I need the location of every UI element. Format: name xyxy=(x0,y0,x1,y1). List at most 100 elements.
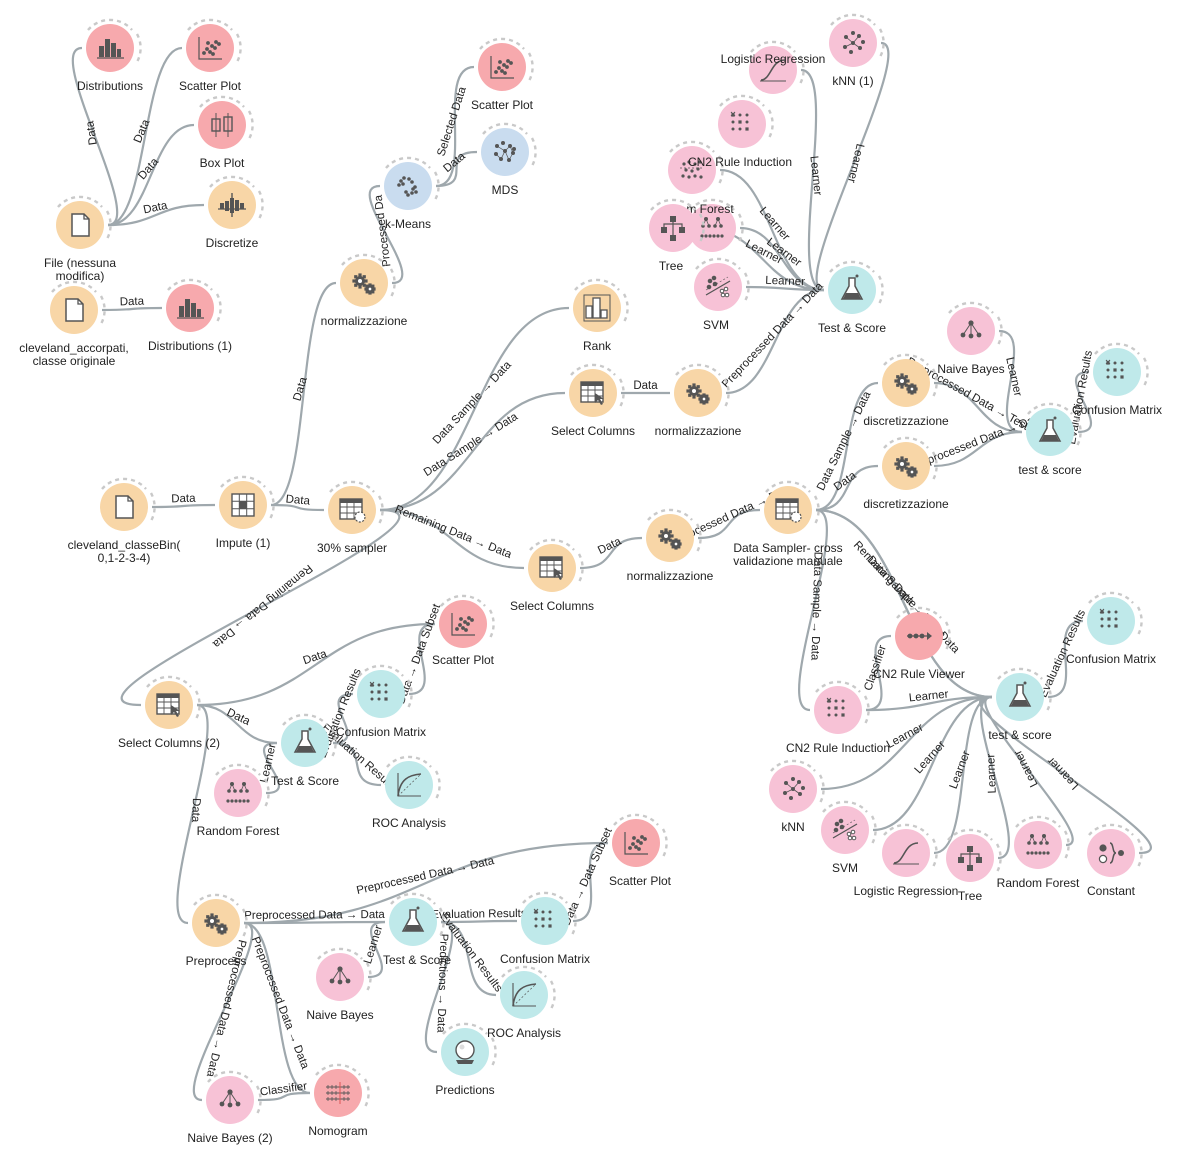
node-tree1[interactable]: Tree xyxy=(649,198,705,273)
link-dsampler-cn2b[interactable] xyxy=(798,508,828,712)
input-anchor[interactable] xyxy=(883,436,929,449)
node-kmeans[interactable]: k-Means xyxy=(384,156,440,231)
node-distributions[interactable]: Distributions xyxy=(77,18,143,93)
input-anchor[interactable] xyxy=(570,363,616,376)
node-circle[interactable] xyxy=(214,769,262,817)
input-anchor[interactable] xyxy=(522,891,568,904)
input-anchor[interactable] xyxy=(948,301,994,314)
output-anchor[interactable] xyxy=(490,1037,497,1067)
link-logreg1-ts1[interactable] xyxy=(800,68,825,292)
node-circle[interactable] xyxy=(821,806,869,854)
node-dist1[interactable]: Distributions (1) xyxy=(148,278,232,353)
output-anchor[interactable] xyxy=(1136,838,1143,868)
input-anchor[interactable] xyxy=(883,353,929,366)
link-file-scatter1[interactable] xyxy=(107,46,183,227)
node-circle[interactable] xyxy=(357,670,405,718)
output-anchor[interactable] xyxy=(695,523,702,553)
node-rf3[interactable]: Random Forest xyxy=(197,763,280,838)
input-anchor[interactable] xyxy=(574,278,620,291)
node-rf2[interactable]: Random Forest xyxy=(997,815,1080,890)
link-constant-ts3[interactable] xyxy=(979,695,1152,855)
input-anchor[interactable] xyxy=(187,18,233,31)
link-ts3-cm2[interactable] xyxy=(1047,619,1084,699)
output-anchor[interactable] xyxy=(149,492,156,522)
link-ts5-roc2[interactable] xyxy=(440,920,497,997)
node-cleve_bin[interactable]: cleveland_classeBin(0,1-2-3-4) xyxy=(68,477,181,565)
input-anchor[interactable] xyxy=(440,594,486,607)
node-boxplot[interactable]: Box Plot xyxy=(198,95,254,170)
node-nomogram[interactable]: Nomogram xyxy=(308,1063,370,1138)
input-anchor[interactable] xyxy=(1015,815,1061,828)
output-anchor[interactable] xyxy=(99,295,106,325)
input-anchor[interactable] xyxy=(675,363,721,376)
node-circle[interactable] xyxy=(384,162,432,210)
link-preprocess-scatter4[interactable] xyxy=(243,841,609,925)
output-anchor[interactable] xyxy=(389,268,396,298)
input-anchor[interactable] xyxy=(613,813,659,826)
input-anchor[interactable] xyxy=(146,675,192,688)
output-anchor[interactable] xyxy=(363,1078,370,1108)
input-anchor[interactable] xyxy=(479,37,525,50)
output-anchor[interactable] xyxy=(798,55,805,85)
link-cn2b-ts3[interactable] xyxy=(865,695,993,712)
node-impute[interactable]: Impute (1) xyxy=(216,475,275,550)
input-anchor[interactable] xyxy=(822,800,868,813)
node-circle[interactable] xyxy=(385,761,433,809)
link-nb3-nomogram[interactable] xyxy=(257,1091,311,1102)
output-anchor[interactable] xyxy=(717,155,724,185)
node-roc2[interactable]: ROC Analysis xyxy=(487,965,561,1040)
node-svm1[interactable]: SVM xyxy=(694,257,750,332)
output-anchor[interactable] xyxy=(870,815,877,845)
node-constant[interactable]: Constant xyxy=(1087,823,1143,898)
node-ts4[interactable]: Test & Score xyxy=(271,713,339,788)
link-cleve_bin-impute[interactable] xyxy=(151,503,216,509)
output-anchor[interactable] xyxy=(255,1085,262,1115)
node-circle[interactable] xyxy=(749,46,797,94)
node-circle[interactable] xyxy=(439,600,487,648)
node-selcols3[interactable]: Select Columns (2) xyxy=(118,675,220,750)
link-preprocess-nomogram[interactable] xyxy=(243,921,311,1095)
output-anchor[interactable] xyxy=(818,774,825,804)
link-ts2-cm1[interactable] xyxy=(1075,370,1092,434)
link-disc2-ts2[interactable] xyxy=(933,381,1023,434)
output-anchor[interactable] xyxy=(527,52,534,82)
output-anchor[interactable] xyxy=(530,137,537,167)
node-cm2[interactable]: Confusion Matrix xyxy=(1066,591,1156,666)
output-anchor[interactable] xyxy=(767,109,774,139)
node-circle[interactable] xyxy=(186,24,234,72)
input-anchor[interactable] xyxy=(193,893,239,906)
node-norm1[interactable]: normalizzazione xyxy=(321,253,408,328)
output-anchor[interactable] xyxy=(698,213,705,243)
input-anchor[interactable] xyxy=(57,195,103,208)
node-scatter3[interactable]: Scatter Plot xyxy=(432,594,495,667)
node-norm2[interactable]: normalizzazione xyxy=(655,363,742,438)
link-selcols3-ts4[interactable] xyxy=(196,703,278,745)
output-anchor[interactable] xyxy=(570,906,577,936)
node-cm3[interactable]: Confusion Matrix xyxy=(336,664,426,739)
link-kmeans-scatter2[interactable] xyxy=(435,65,475,188)
link-impute-norm1[interactable] xyxy=(270,281,337,507)
output-anchor[interactable] xyxy=(105,210,112,240)
output-anchor[interactable] xyxy=(931,451,938,481)
input-anchor[interactable] xyxy=(650,198,696,211)
input-anchor[interactable] xyxy=(1088,823,1134,836)
input-anchor[interactable] xyxy=(669,140,715,153)
node-tree2[interactable]: Tree xyxy=(946,828,1002,903)
output-anchor[interactable] xyxy=(618,378,625,408)
node-cm1[interactable]: Confusion Matrix xyxy=(1072,342,1162,417)
output-anchor[interactable] xyxy=(878,28,885,58)
output-anchor[interactable] xyxy=(215,293,222,323)
output-anchor[interactable] xyxy=(488,609,495,639)
output-anchor[interactable] xyxy=(268,490,275,520)
node-scatter4[interactable]: Scatter Plot xyxy=(609,813,672,888)
input-anchor[interactable] xyxy=(647,508,693,521)
output-anchor[interactable] xyxy=(577,553,584,583)
input-anchor[interactable] xyxy=(215,763,261,776)
node-disc2[interactable]: discretizzazione xyxy=(863,353,949,428)
output-anchor[interactable] xyxy=(247,110,254,140)
node-cn2b[interactable]: CN2 Rule Induction xyxy=(786,680,890,755)
output-anchor[interactable] xyxy=(723,378,730,408)
node-circle[interactable] xyxy=(478,43,526,91)
